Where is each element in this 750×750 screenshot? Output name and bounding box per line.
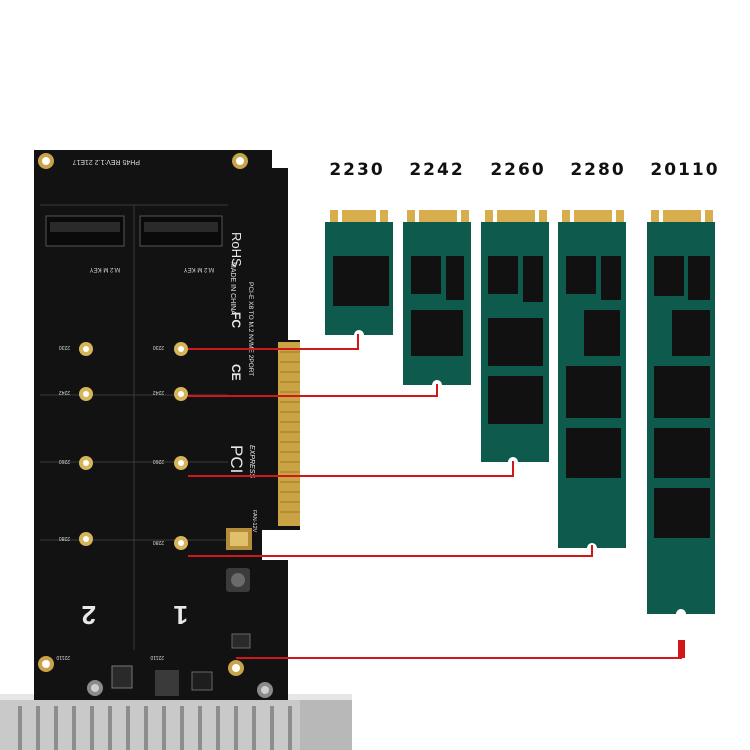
leader-line-20110 [236,640,682,659]
svg-text:2280: 2280 [153,539,164,545]
svg-text:2242: 2242 [59,389,70,395]
mounting-holes [38,153,273,698]
standoff-holes-slot-2 [79,342,93,546]
svg-text:2280: 2280 [59,535,70,541]
ssd-2260 [481,210,549,467]
svg-text:2230: 2230 [153,344,164,350]
product-desc-text: PCI-E X8 TO M.2 NVME 2PORT [247,282,254,376]
slot-label-2: M.2 M KEY [90,266,120,272]
ssd-2230 [325,210,393,340]
slot-hole-marks-1: 2230 2242 2260 2280 22110 [150,344,164,660]
ssd-2242 [403,210,471,390]
rohs-mark: RoHS [229,232,244,267]
pcb-board [34,150,300,700]
size-label-2260: 2260 [490,160,546,180]
leader-line-2260 [188,461,514,477]
leader-line-2242 [188,384,438,397]
slot-label-1: M.2 M KEY [184,266,214,272]
pci-bracket [0,694,352,750]
ssd-2280 [558,210,626,553]
board-model-text: PH45 REV:1.2 21E17 [72,158,140,165]
ce-mark: CE [229,364,243,381]
ssd-20110 [647,210,715,619]
fc-mark: FC [229,312,243,328]
slot-number-2: 2 [82,600,96,630]
pci-brand-logo: PCI [227,445,246,473]
svg-text:22110: 22110 [150,654,164,660]
size-label-2230: 2230 [329,160,385,180]
standoff-holes-slot-1 [174,342,188,550]
leader-line-2280 [188,545,593,557]
slot-number-1: 1 [174,600,188,630]
made-in-text: MADE IN CHINA [229,262,236,315]
svg-text:2260: 2260 [153,458,164,464]
pcb-slot-outline [40,204,228,650]
size-label-2242: 2242 [409,160,465,180]
pcie-edge-connector [278,342,300,526]
fan-header-label: FAN-12V [251,510,257,533]
svg-text:2242: 2242 [153,389,164,395]
svg-text:22110: 22110 [56,654,70,660]
m2-slot-connector-2 [45,215,125,247]
slot-hole-marks-2: 2230 2242 2260 2280 22110 [56,344,70,660]
size-label-2280: 2280 [570,160,626,180]
pci-express-text: EXPRESS [248,445,255,478]
svg-text:2230: 2230 [59,344,70,350]
size-label-20110: 20110 [650,160,720,180]
leader-line-20110-end [678,640,685,658]
leader-line-2230 [188,334,359,350]
inductor-components [111,568,251,696]
svg-text:2260: 2260 [59,458,70,464]
fan-header [226,528,252,550]
m2-slot-connector-1 [139,215,223,247]
